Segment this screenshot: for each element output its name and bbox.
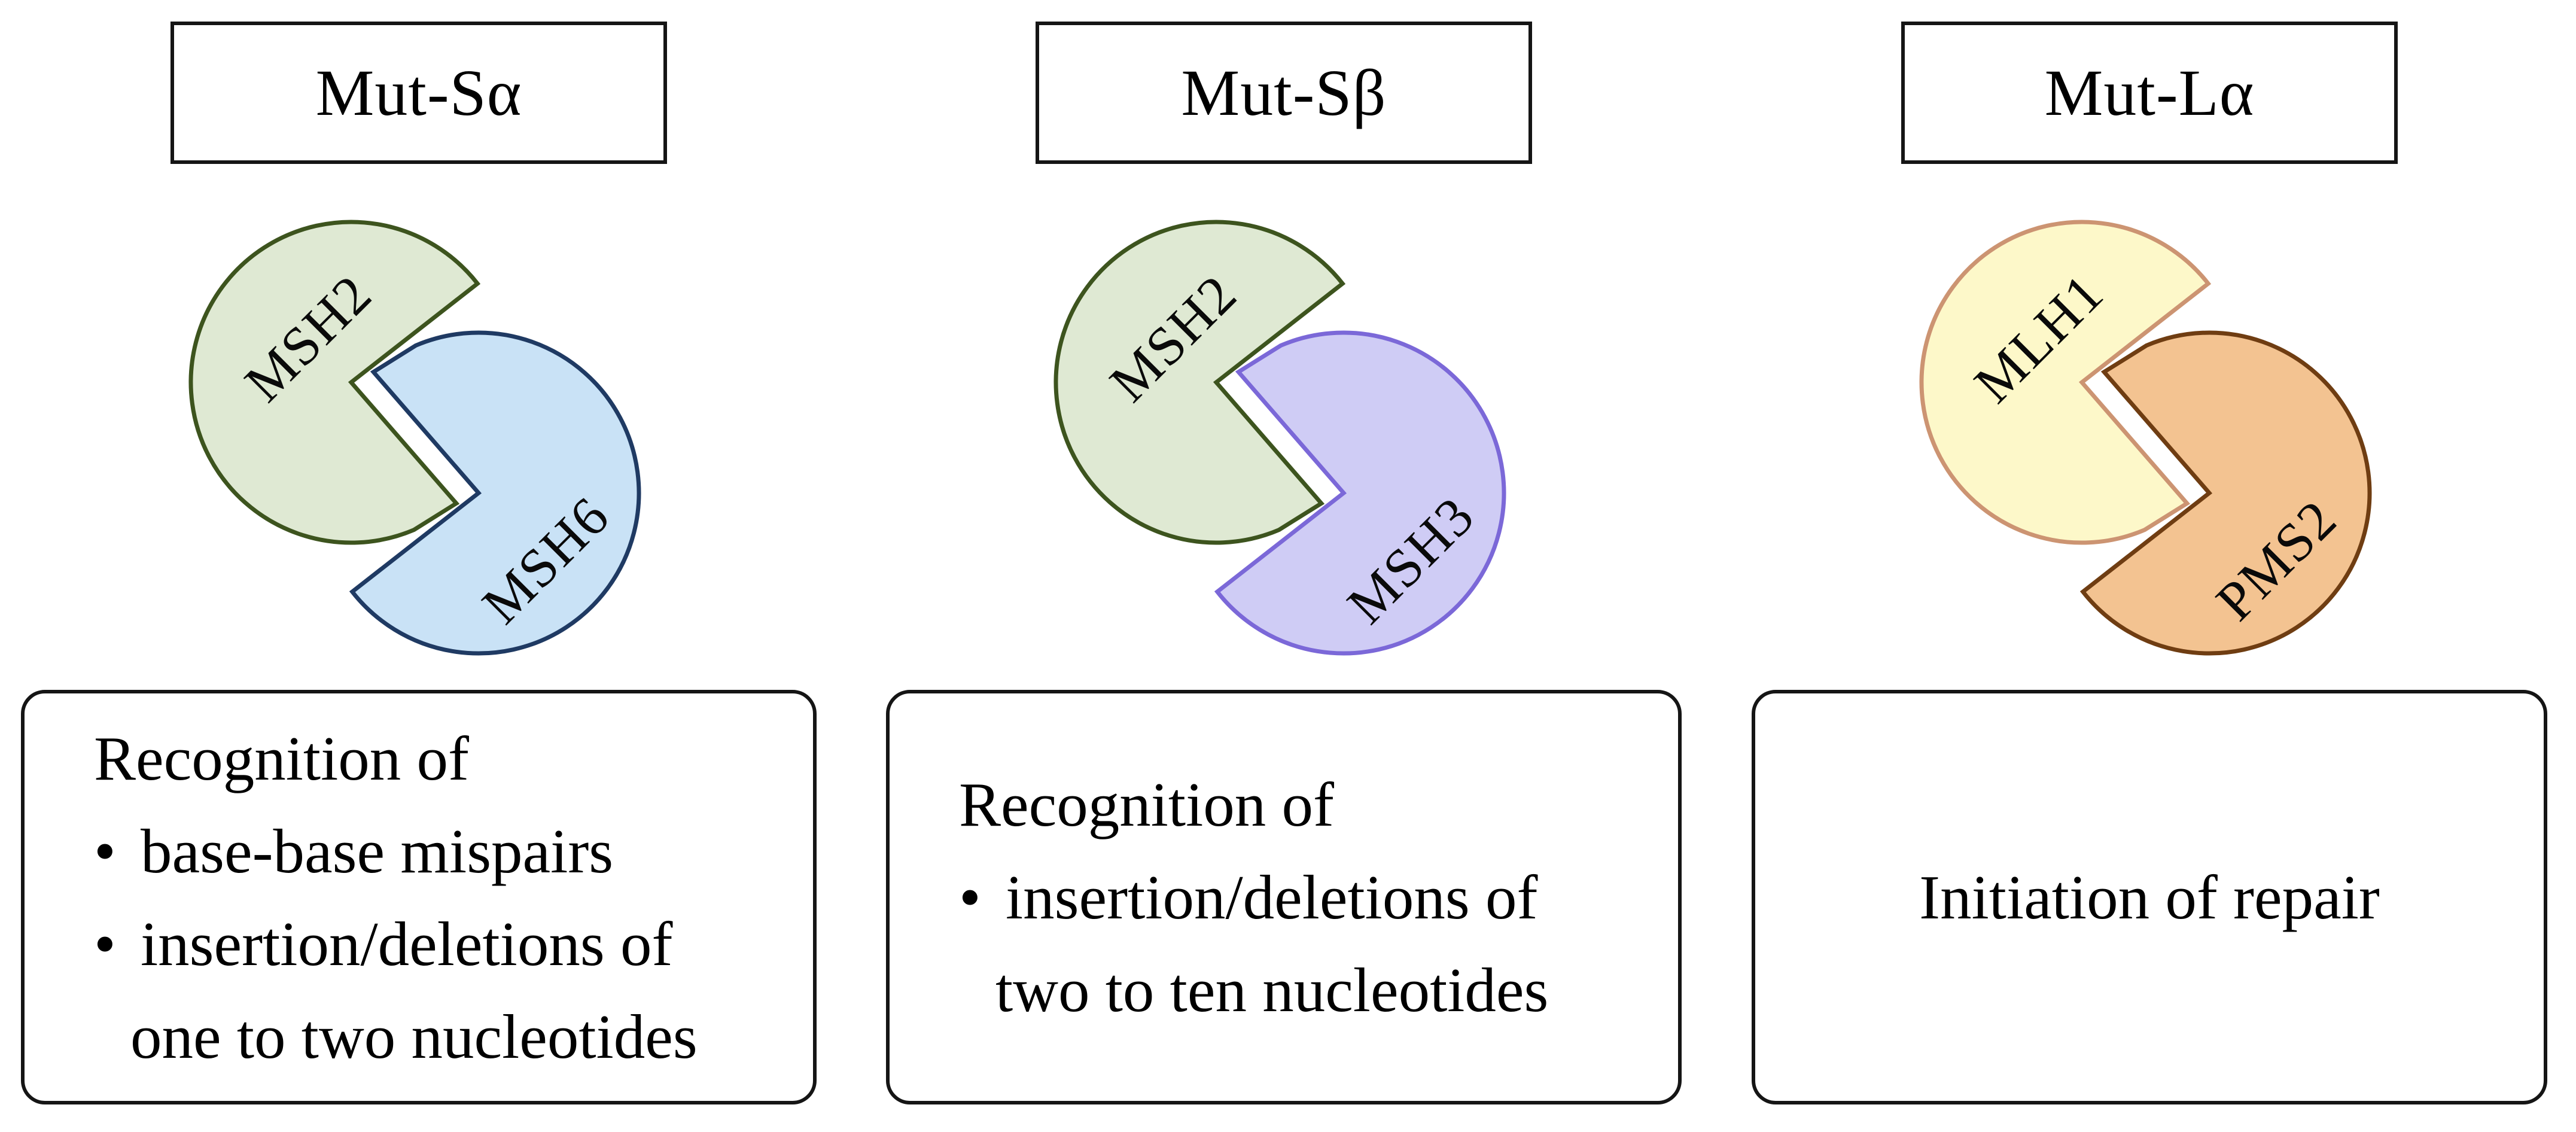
subunit-bottom-shape: [1214, 330, 1506, 656]
subunit-top-shape: [1919, 220, 2212, 545]
function-line: • insertion/deletions of: [959, 851, 1654, 944]
function-box: Recognition of • insertion/deletions of two…: [886, 690, 1682, 1104]
subunit-top-shape: [188, 220, 481, 545]
function-line-text: one to two nucleotides: [130, 1001, 698, 1072]
complex-title-box: Mut-Lα: [1901, 22, 2398, 164]
complex-title-box: Mut-Sα: [170, 22, 667, 164]
function-box: Initiation of repair: [1752, 690, 2547, 1104]
subunit-top-shape: [1053, 220, 1346, 545]
function-line-text: insertion/deletions of: [141, 908, 673, 979]
function-line-text: two to ten nucleotides: [995, 955, 1549, 1025]
function-line: • base-base mispairs: [94, 805, 789, 897]
function-line-text: Initiation of repair: [1919, 862, 2380, 932]
function-line: • insertion/deletions of: [94, 897, 789, 990]
bullet-marker: •: [94, 908, 116, 979]
subunit-bottom-shape: [2079, 330, 2372, 656]
function-line-text: base-base mispairs: [141, 815, 614, 886]
subunit-bottom-shape: [349, 330, 641, 656]
complex-title-box: Mut-Sβ: [1036, 22, 1532, 164]
function-line-text: insertion/deletions of: [1006, 862, 1538, 932]
function-line-text: Recognition of: [959, 769, 1334, 839]
function-line: Recognition of: [959, 758, 1654, 851]
function-line: Initiation of repair: [1919, 851, 2380, 944]
function-box: Recognition of • base-base mispairs • insert…: [21, 690, 817, 1104]
complex-title: Mut-Sβ: [1181, 56, 1387, 129]
bullet-marker: •: [94, 815, 116, 886]
function-line: Recognition of: [94, 712, 789, 805]
bullet-marker: •: [959, 862, 981, 932]
complex-title: Mut-Lα: [2044, 56, 2255, 129]
function-line: two to ten nucleotides: [959, 944, 1654, 1036]
function-line-text: Recognition of: [94, 723, 469, 793]
function-line: one to two nucleotides: [94, 990, 789, 1083]
complex-title: Mut-Sα: [315, 56, 522, 129]
